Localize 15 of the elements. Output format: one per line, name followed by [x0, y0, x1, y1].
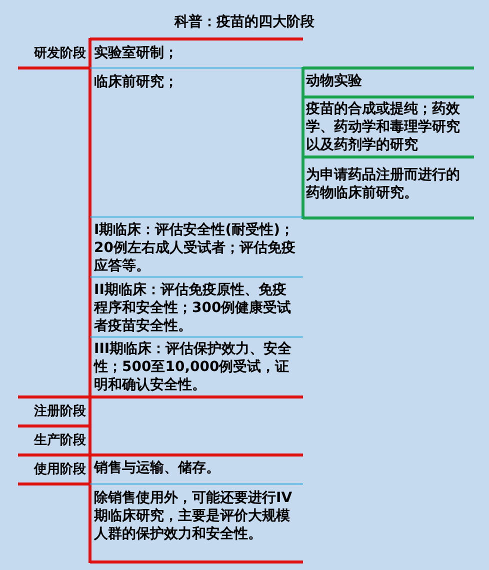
text-cell: I期临床：评估安全性(耐受性)；20例左右成人受试者；评估免疫应答等。 — [94, 221, 300, 275]
text-cell: 除销售使用外，可能还要进行IV期临床研究，主要是评价大规模人群的保护效力和安全性。 — [94, 489, 300, 543]
text-cell: 动物实验 — [306, 72, 472, 90]
text-cell: 销售与运输、储存。 — [94, 459, 300, 477]
stage-label: 注册阶段 — [14, 403, 86, 421]
stage-label: 使用阶段 — [14, 461, 86, 479]
text-cell: 临床前研究； — [94, 73, 300, 91]
text-cell: 疫苗的合成或提纯；药效学、药动学和毒理学研究以及药剂学的研究 — [306, 100, 472, 154]
stage-label: 生产阶段 — [14, 432, 86, 450]
stage-label: 研发阶段 — [14, 45, 86, 63]
text-cell: 实验室研制； — [94, 44, 300, 62]
text-cell: 为申请药品注册而进行的药物临床前研究。 — [306, 166, 472, 202]
text-cell: III期临床：评估保护效力、安全性；500至10,000例受试，证明和确认安全性。 — [94, 340, 300, 394]
title: 科普：疫苗的四大阶段 — [173, 12, 316, 32]
text-cell: II期临床：评估免疫原性、免疫程序和安全性；300例健康受试者疫苗安全性。 — [94, 281, 300, 335]
